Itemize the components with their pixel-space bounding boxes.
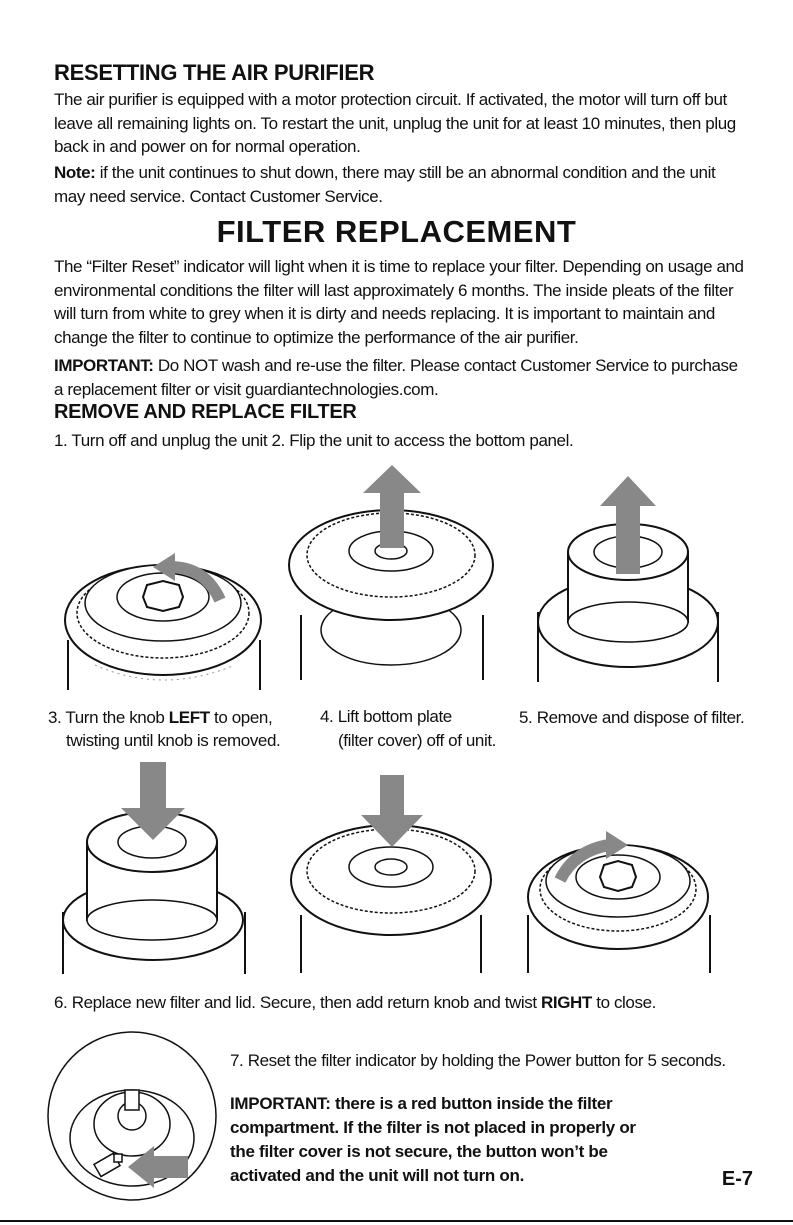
- important-text: Do NOT wash and re-use the filter. Pleas…: [54, 356, 738, 399]
- resetting-title: RESETTING THE AIR PURIFIER: [54, 60, 375, 85]
- important-red-button-note: IMPORTANT: there is a red button inside …: [230, 1094, 636, 1185]
- page-number: E-7: [721, 1168, 753, 1190]
- note-text: if the unit continues to shut down, ther…: [54, 163, 716, 206]
- step3-illustration: [64, 553, 262, 690]
- step7-caption: 7. Reset the filter indicator by holding…: [230, 1051, 726, 1070]
- step6b-illustration: [290, 775, 492, 973]
- step3-caption: 3. Turn the knob LEFT to open,: [48, 708, 273, 727]
- step3-caption-2: twisting until knob is removed.: [66, 731, 281, 750]
- resetting-note: Note: if the unit continues to shut down…: [54, 161, 744, 208]
- step5-caption: 5. Remove and dispose of filter.: [519, 708, 745, 727]
- step6a-illustration: [62, 762, 246, 974]
- resetting-body: The air purifier is equipped with a moto…: [54, 90, 736, 156]
- filter-important: IMPORTANT: Do NOT wash and re-use the fi…: [54, 354, 744, 401]
- steps-1-2: 1. Turn off and unplug the unit 2. Flip …: [54, 431, 574, 450]
- bottom-rule: [0, 1220, 793, 1222]
- step4-caption: 4. Lift bottom plate: [320, 707, 452, 726]
- important-label: IMPORTANT:: [54, 356, 154, 375]
- step7-illustration: [47, 1031, 217, 1201]
- step4-illustration: [288, 465, 494, 680]
- step6-caption: 6. Replace new filter and lid. Secure, t…: [54, 993, 656, 1012]
- filter-replacement-body: The “Filter Reset” indicator will light …: [54, 257, 744, 347]
- filter-replacement-title: FILTER REPLACEMENT: [216, 214, 577, 249]
- note-label: Note:: [54, 163, 96, 182]
- remove-replace-title: REMOVE AND REPLACE FILTER: [54, 401, 357, 423]
- step6c-illustration: [527, 831, 711, 973]
- step5-illustration: [537, 476, 719, 682]
- step4-caption-2: (filter cover) off of unit.: [338, 731, 497, 750]
